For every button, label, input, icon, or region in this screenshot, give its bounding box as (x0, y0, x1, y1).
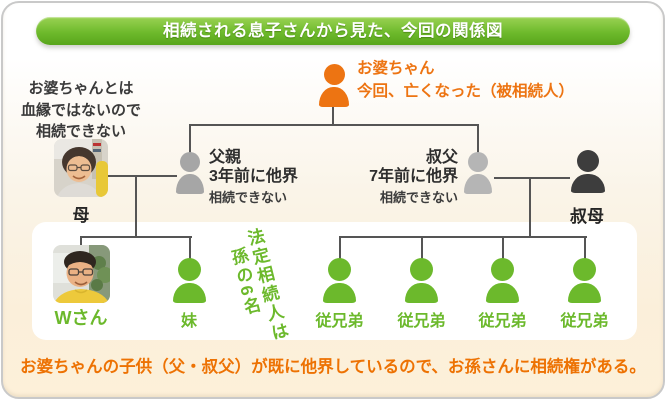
line-wsan-drop (80, 236, 82, 247)
cousin1-icon (323, 258, 356, 303)
sister-icon (173, 258, 206, 303)
line-sister-drop (189, 236, 191, 260)
line-cousin4-drop (584, 236, 586, 260)
line-cousin1-drop (339, 236, 341, 260)
father-name: 父親 (209, 149, 242, 166)
line-cousin3-drop (502, 236, 504, 260)
sister-label: 妹 (180, 313, 197, 330)
line-left-children-stem (135, 175, 137, 238)
mother-label: 母 (72, 206, 90, 225)
mother-photo (54, 139, 108, 197)
grandmother-text: お婆ちゃん 今回、亡くなった（被相続人） (357, 57, 574, 103)
wsan-photo (53, 245, 110, 303)
uncle-note: 相続できない (379, 190, 458, 205)
line-cousin2-drop (421, 236, 423, 260)
cousin3-icon (486, 258, 519, 303)
cousin1-label: 従兄弟 (315, 313, 364, 330)
father-text: 父親 3年前に他界 相続できない (209, 148, 298, 207)
wsan-label: Wさん (54, 308, 108, 328)
uncle-icon (464, 152, 492, 194)
line-left-bracket (80, 236, 192, 238)
cousin4-label: 従兄弟 (560, 313, 609, 330)
line-uncle-drop (477, 124, 479, 154)
father-icon (176, 152, 204, 194)
father-status: 3年前に他界 (209, 168, 298, 185)
uncle-status: 7年前に他界 (369, 168, 458, 185)
cousin3-label: 従兄弟 (478, 313, 527, 330)
uncle-text: 叔父 7年前に他界 相続できない (308, 148, 458, 207)
uncle-name: 叔父 (425, 149, 458, 166)
line-mother-father (107, 175, 177, 177)
grandmother-name: お婆ちゃん (357, 60, 435, 77)
grandmother-icon (319, 64, 349, 107)
line-top-bracket (189, 124, 479, 126)
cousin2-icon (405, 258, 438, 303)
cousin2-label: 従兄弟 (397, 313, 446, 330)
note-no-blood-relation: お婆ちゃんとは 血縁ではないので 相続できない (20, 80, 141, 140)
father-note: 相続できない (209, 190, 288, 205)
title-banner: 相続される息子さんから見た、今回の関係図 (36, 17, 630, 45)
heirs-box (32, 222, 637, 340)
line-uncle-aunt (494, 177, 570, 179)
aunt-label: 叔母 (570, 207, 604, 226)
cousin4-icon (568, 258, 601, 303)
line-right-bracket (339, 236, 587, 238)
grandmother-status: 今回、亡くなった（被相続人） (357, 83, 575, 100)
line-grandmother-stem (332, 107, 334, 126)
aunt-icon (571, 150, 605, 193)
line-right-children-stem (529, 177, 531, 238)
footer-conclusion: お婆ちゃんの子供（父・叔父）が既に他界しているので、お孫さんに相続権がある。 (20, 358, 646, 376)
line-father-drop (189, 124, 191, 154)
